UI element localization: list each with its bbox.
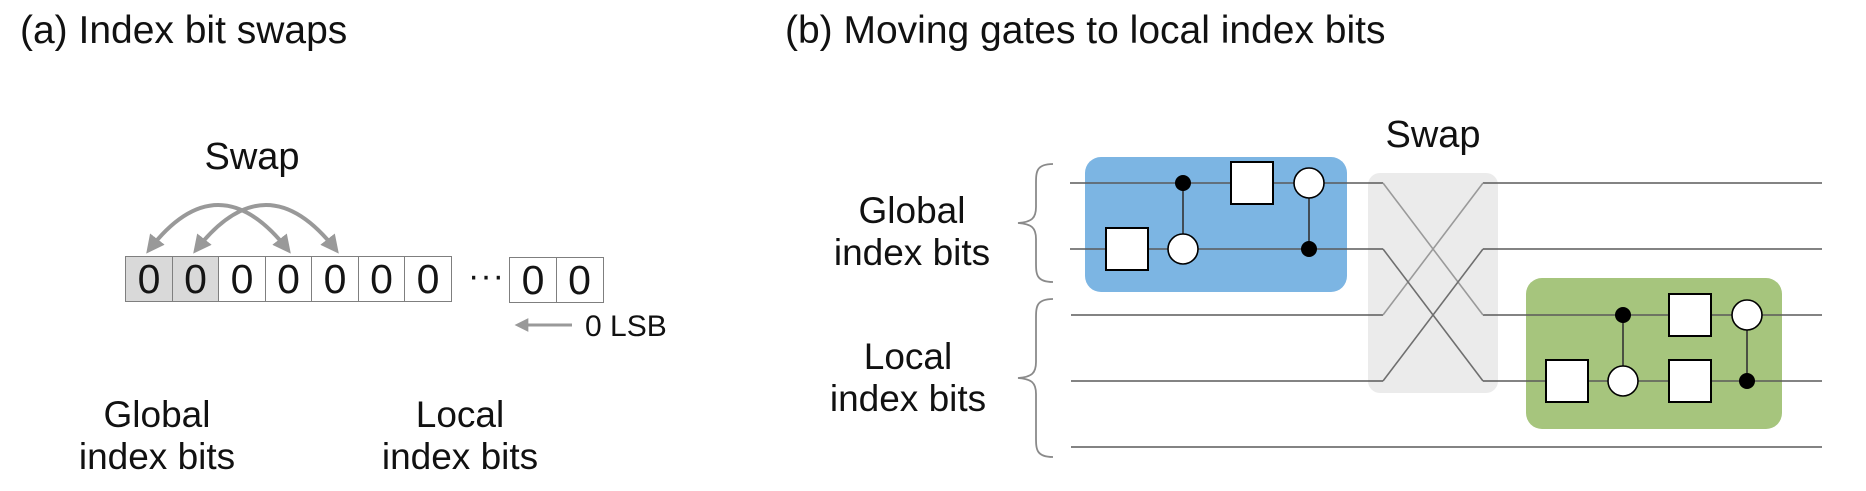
swap-diagonal-g2-l2: [1382, 248, 1484, 382]
square-gate: [1105, 227, 1149, 271]
local-gates: [1545, 293, 1763, 403]
swap-box: [1368, 173, 1498, 393]
bit-cell-global: 0: [171, 256, 220, 302]
square-gate: [1545, 359, 1589, 403]
panel-a-title: (a) Index bit swaps: [20, 9, 348, 52]
local-gates-box: [1526, 278, 1782, 429]
local-bits-brace: [1017, 298, 1054, 458]
bit-cell: 0: [509, 257, 557, 303]
control-circle: [1293, 167, 1325, 199]
bit-array-tail: 0 0: [509, 257, 604, 303]
swap-diagonal-l2-g2: [1382, 248, 1484, 382]
qubit-wires: [1070, 182, 1822, 448]
control-circle: [1167, 233, 1199, 265]
bit-cell: 0: [357, 256, 406, 302]
panel-b-global-bits-label: Global index bits: [833, 190, 991, 273]
global-gates-box: [1085, 157, 1347, 292]
panel-a-swap-label: Swap: [204, 136, 300, 178]
control-dot: [1175, 175, 1191, 191]
control-dot: [1615, 307, 1631, 323]
control-dot: [1739, 373, 1755, 389]
bit-array-ellipsis: ···: [468, 257, 505, 295]
panel-b-local-bits-label: Local index bits: [829, 336, 987, 419]
bit-cell: 0: [311, 256, 359, 302]
bit-cell: 0: [555, 257, 604, 303]
square-gate: [1668, 293, 1712, 337]
panel-a-local-bits-label: Local index bits: [381, 394, 539, 477]
control-circle: [1731, 299, 1763, 331]
bit-array-main: 0 0 0 0 0 0 0: [125, 256, 452, 302]
swap-diagonal-g1-l1: [1382, 182, 1484, 316]
bit-cell: 0: [218, 256, 266, 302]
bit-cell: 0: [404, 256, 452, 302]
panel-b-title: (b) Moving gates to local index bits: [785, 9, 1386, 52]
bit-cell-global: 0: [125, 256, 173, 302]
panel-a-global-bits-label: Global index bits: [78, 394, 236, 477]
global-bits-brace: [1017, 163, 1054, 283]
control-circle: [1607, 365, 1639, 397]
control-dot: [1301, 241, 1317, 257]
lsb-label: 0 LSB: [585, 310, 667, 343]
swap-diagonal-l1-g1: [1382, 182, 1484, 316]
swap-arc-bit0-bit3: [146, 203, 291, 254]
global-gates: [1105, 161, 1325, 271]
panel-b-swap-label: Swap: [1385, 114, 1481, 156]
swap-crossings: [1382, 182, 1484, 382]
square-gate: [1668, 359, 1712, 403]
square-gate: [1230, 161, 1274, 205]
swap-arc-bit1-bit4: [193, 203, 339, 254]
bit-cell: 0: [264, 256, 313, 302]
